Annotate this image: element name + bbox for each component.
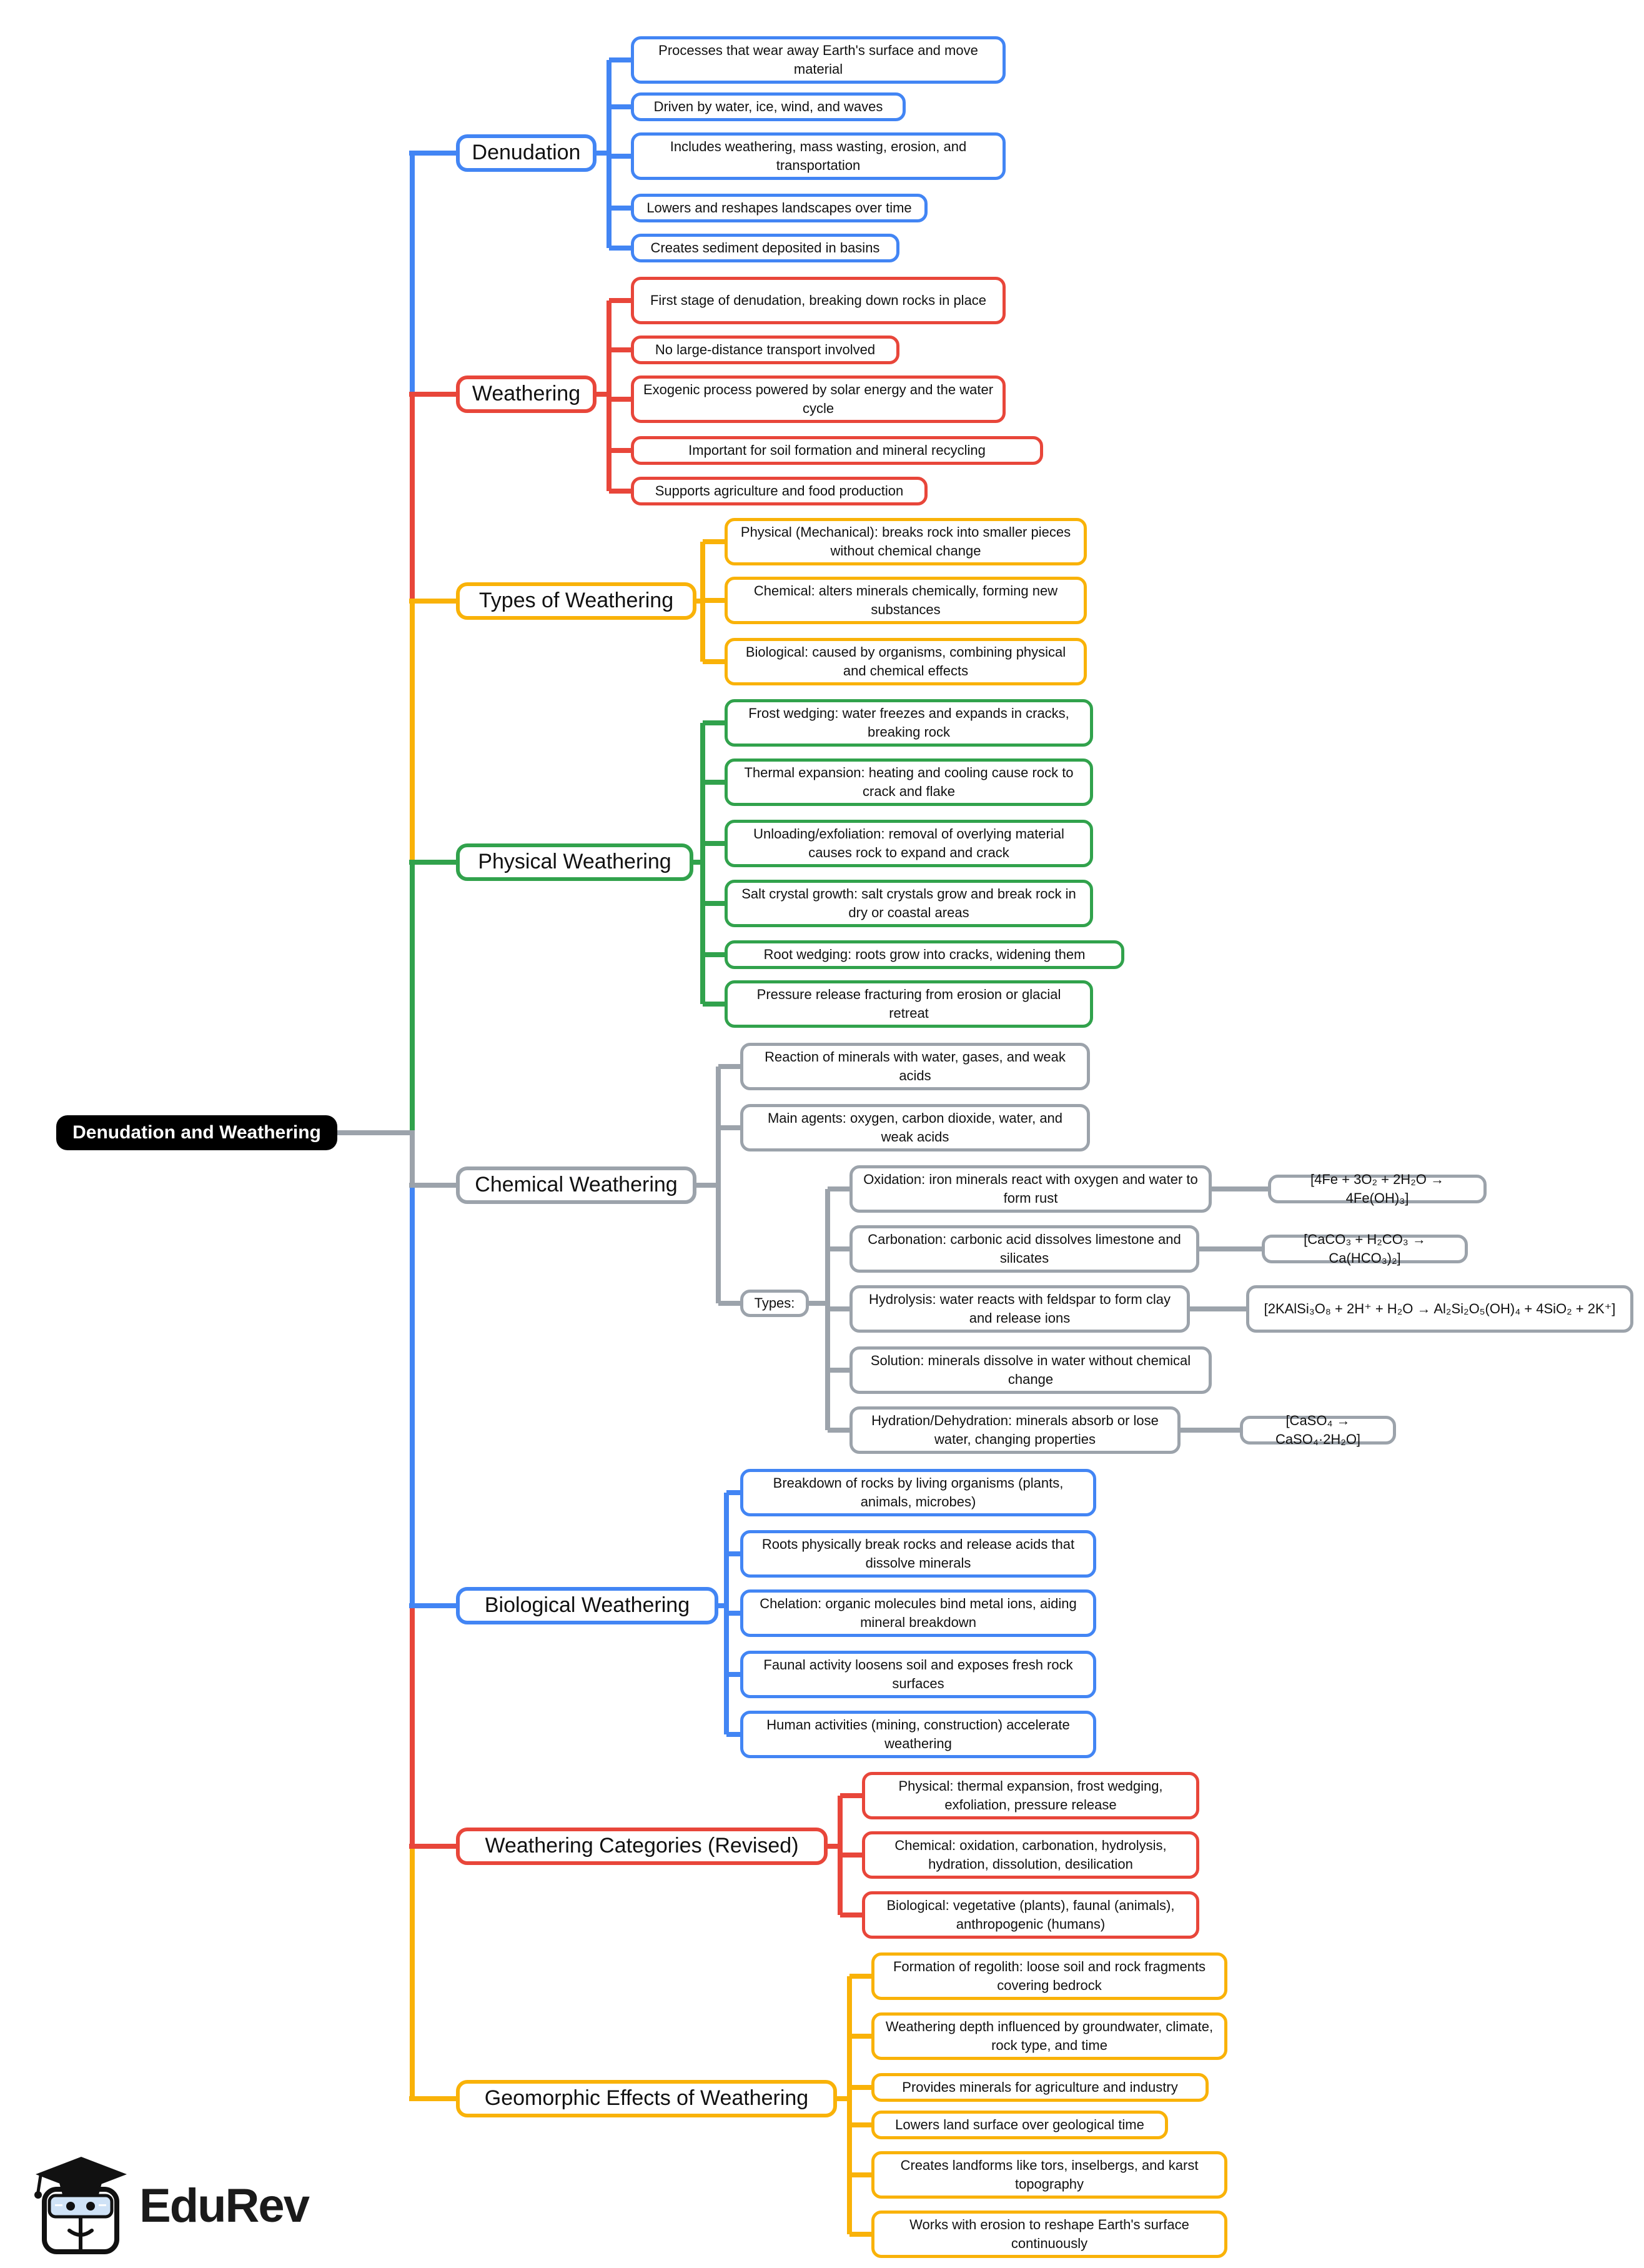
branch-physical-weathering: Physical Weathering	[456, 843, 693, 881]
edurev-logo: EduRev	[34, 2154, 310, 2257]
chemical-child-2: Main agents: oxygen, carbon dioxide, wat…	[740, 1104, 1090, 1151]
geomorphic-child-4: Lowers land surface over geological time	[871, 2111, 1168, 2139]
weathering-child-2: No large-distance transport involved	[631, 336, 899, 364]
types-child-3: Biological: caused by organisms, combini…	[725, 638, 1087, 685]
geomorphic-child-2: Weathering depth influenced by groundwat…	[871, 2012, 1227, 2060]
geomorphic-child-3: Provides minerals for agriculture and in…	[871, 2073, 1209, 2102]
geomorphic-child-6: Works with erosion to reshape Earth's su…	[871, 2211, 1227, 2258]
categories-child-1: Physical: thermal expansion, frost wedgi…	[862, 1772, 1199, 1819]
biological-child-3: Chelation: organic molecules bind metal …	[740, 1589, 1096, 1637]
chemical-type-hydrolysis: Hydrolysis: water reacts with feldspar t…	[849, 1285, 1190, 1333]
physical-child-2: Thermal expansion: heating and cooling c…	[725, 758, 1093, 806]
geomorphic-child-5: Creates landforms like tors, inselbergs,…	[871, 2151, 1227, 2199]
edurev-brand-text: EduRev	[139, 2179, 310, 2232]
branch-weathering-categories: Weathering Categories (Revised)	[456, 1828, 828, 1865]
categories-child-2: Chemical: oxidation, carbonation, hydrol…	[862, 1831, 1199, 1879]
denudation-child-1: Processes that wear away Earth's surface…	[631, 36, 1006, 84]
physical-child-6: Pressure release fracturing from erosion…	[725, 980, 1093, 1028]
root-node: Denudation and Weathering	[56, 1115, 337, 1150]
biological-child-2: Roots physically break rocks and release…	[740, 1530, 1096, 1578]
physical-child-4: Salt crystal growth: salt crystals grow …	[725, 880, 1093, 927]
branch-chemical-weathering: Chemical Weathering	[456, 1166, 696, 1204]
branch-biological-weathering: Biological Weathering	[456, 1587, 718, 1624]
chemical-type-carbonation: Carbonation: carbonic acid dissolves lim…	[849, 1225, 1199, 1273]
edurev-mascot-icon	[34, 2157, 127, 2254]
weathering-child-4: Important for soil formation and mineral…	[631, 436, 1043, 465]
denudation-child-5: Creates sediment deposited in basins	[631, 234, 899, 262]
categories-child-3: Biological: vegetative (plants), faunal …	[862, 1891, 1199, 1939]
denudation-child-3: Includes weathering, mass wasting, erosi…	[631, 132, 1006, 180]
physical-child-5: Root wedging: roots grow into cracks, wi…	[725, 940, 1124, 969]
weathering-child-5: Supports agriculture and food production	[631, 477, 928, 505]
biological-child-4: Faunal activity loosens soil and exposes…	[740, 1651, 1096, 1698]
branch-weathering: Weathering	[456, 376, 597, 413]
formula-hydration: [CaSO₄ → CaSO₄·2H₂O]	[1240, 1413, 1396, 1447]
chemical-type-oxidation: Oxidation: iron minerals react with oxyg…	[849, 1165, 1212, 1213]
geomorphic-child-1: Formation of regolith: loose soil and ro…	[871, 1952, 1227, 2000]
physical-child-1: Frost wedging: water freezes and expands…	[725, 699, 1093, 747]
denudation-child-2: Driven by water, ice, wind, and waves	[631, 92, 906, 121]
chemical-type-hydration: Hydration/Dehydration: minerals absorb o…	[849, 1406, 1181, 1454]
types-child-2: Chemical: alters minerals chemically, fo…	[725, 577, 1087, 624]
biological-child-1: Breakdown of rocks by living organisms (…	[740, 1469, 1096, 1516]
weathering-child-1: First stage of denudation, breaking down…	[631, 277, 1006, 324]
weathering-child-3: Exogenic process powered by solar energy…	[631, 376, 1006, 423]
branch-geomorphic-effects: Geomorphic Effects of Weathering	[456, 2080, 837, 2117]
branch-types-of-weathering: Types of Weathering	[456, 582, 696, 620]
formula-hydrolysis: [2KAlSi₃O₈ + 2H⁺ + H₂O → Al₂Si₂O₅(OH)₄ +…	[1246, 1285, 1633, 1333]
denudation-child-4: Lowers and reshapes landscapes over time	[631, 194, 928, 222]
chemical-child-1: Reaction of minerals with water, gases, …	[740, 1043, 1090, 1090]
biological-child-5: Human activities (mining, construction) …	[740, 1711, 1096, 1758]
physical-child-3: Unloading/exfoliation: removal of overly…	[725, 820, 1093, 867]
types-child-1: Physical (Mechanical): breaks rock into …	[725, 518, 1087, 565]
formula-carbonation: [CaCO₃ + H₂CO₃ → Ca(HCO₃)₂]	[1262, 1231, 1468, 1266]
chemical-types-label: Types:	[740, 1290, 809, 1317]
chemical-type-solution: Solution: minerals dissolve in water wit…	[849, 1346, 1212, 1394]
branch-denudation: Denudation	[456, 134, 597, 172]
formula-oxidation: [4Fe + 3O₂ + 2H₂O → 4Fe(OH)₃]	[1268, 1171, 1487, 1206]
